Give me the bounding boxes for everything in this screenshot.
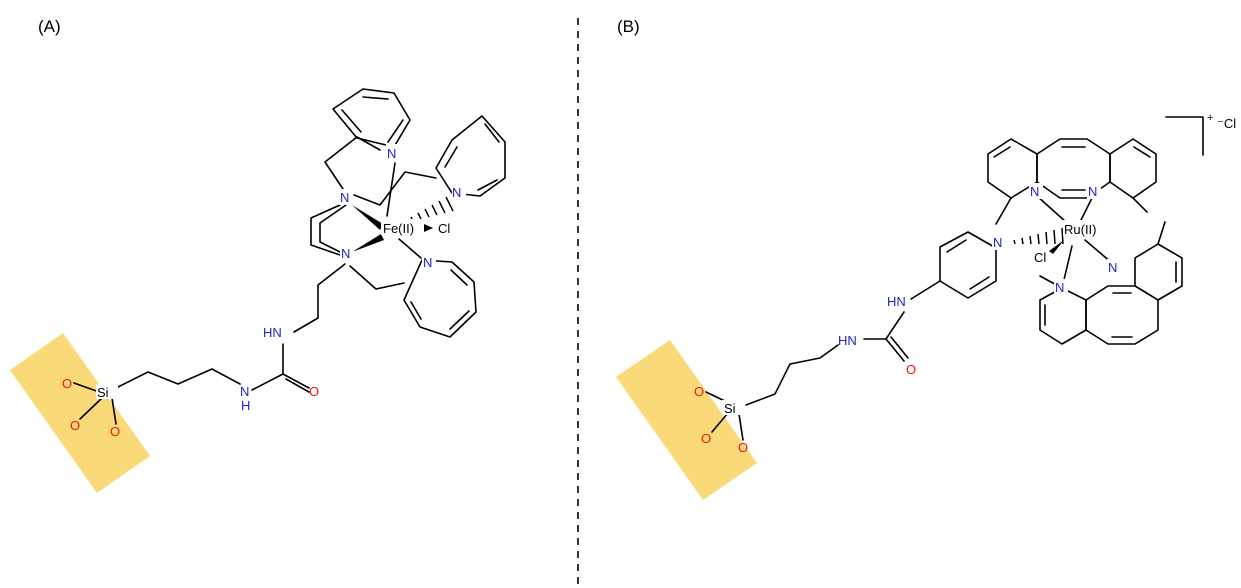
atom-n-a-py-low: N (423, 255, 432, 270)
atom-labels-b: Si O O O HN O HN N N N N N Ru(II) Cl + ⁻… (694, 112, 1236, 455)
atom-o-a2: O (70, 418, 80, 433)
pyridine-ring-top (332, 88, 411, 148)
atom-ru: Ru(II) (1064, 222, 1097, 237)
atom-hn-b-upper: HN (887, 294, 906, 309)
linker-b (705, 280, 941, 441)
atom-o-a3: O (110, 424, 120, 439)
hashed-bond-fe-n (410, 196, 454, 222)
support-surface-b (616, 340, 757, 500)
charge-plus: + (1207, 112, 1213, 124)
atom-o-a1: O (62, 376, 72, 391)
phenanthroline-upper (987, 138, 1157, 225)
pyridine-ring-right (435, 115, 506, 197)
hashed-bond-n-ru (1013, 227, 1064, 245)
linker-a (73, 263, 346, 425)
atom-si-b: Si (724, 401, 736, 416)
atom-labels-a: Si O O O N H O HN N N N N N Fe(II) Cl (62, 144, 466, 439)
atom-o-a-urea: O (309, 384, 319, 399)
atom-hn-b-lower: HN (838, 333, 857, 348)
atom-n-a-urea1: N (240, 384, 249, 399)
phenanthroline-lower (1039, 221, 1183, 345)
atom-fe: Fe(II) (383, 221, 414, 236)
atom-hn-a: HN (263, 325, 282, 340)
atom-cl-b: Cl (1034, 250, 1046, 265)
atom-o-b3: O (738, 440, 748, 455)
atom-o-b1: O (694, 384, 704, 399)
atom-n-b-py: N (993, 235, 1002, 250)
atom-n-a-py-top: N (387, 146, 396, 161)
atom-n-a-py-right: N (452, 185, 461, 200)
atom-o-b-urea: O (906, 362, 916, 377)
ru-complex-b (939, 116, 1204, 345)
counter-ion-chloride: ⁻Cl (1217, 116, 1236, 131)
atom-n-a-amine-top: N (340, 190, 349, 205)
charge-bracket (1165, 116, 1204, 156)
panel-label-b: (B) (617, 17, 640, 36)
atom-n-b-phen4: N (1108, 260, 1117, 275)
panel-label-a: (A) (38, 17, 61, 36)
atom-si-a: Si (97, 385, 109, 400)
atom-h-a-urea1: H (241, 398, 250, 413)
atom-n-b-phen2: N (1088, 184, 1097, 199)
support-surface-a (10, 333, 150, 493)
fe-complex-a (310, 88, 506, 338)
atom-cl-a: Cl (438, 221, 450, 236)
pyridine-ring-b (939, 231, 997, 299)
pyridine-ring-lower (403, 259, 477, 338)
atom-o-b2: O (701, 431, 711, 446)
atom-n-b-phen1: N (1030, 184, 1039, 199)
atom-n-b-phen3: N (1055, 280, 1064, 295)
atom-n-a-amine-low: N (341, 246, 350, 261)
